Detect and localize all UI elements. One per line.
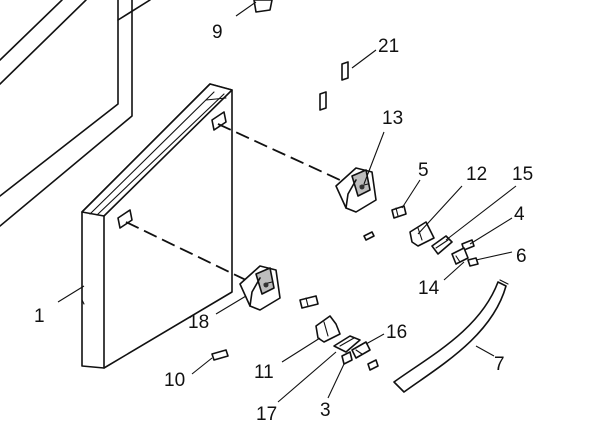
- callout-18: 18: [188, 312, 209, 333]
- alignment-lines: [125, 123, 341, 283]
- callout-10: 10: [164, 370, 185, 391]
- callout-7: 7: [494, 354, 505, 375]
- callout-labels: 9 21 13 5 12 15 4 6 14 7 1 18 11 16 10 1…: [34, 22, 533, 425]
- small-parts: [211, 0, 479, 371]
- callout-4: 4: [514, 204, 525, 225]
- callout-5: 5: [418, 160, 429, 181]
- lower-hinge-bracket: [239, 265, 281, 311]
- door-panel: [81, 83, 233, 369]
- callout-1: 1: [34, 306, 45, 327]
- door-handle: [393, 279, 509, 393]
- callout-17: 17: [256, 404, 277, 425]
- callout-16: 16: [386, 322, 407, 343]
- oven-frame: [0, 0, 151, 227]
- callout-14: 14: [418, 278, 440, 299]
- callout-11: 11: [254, 362, 274, 383]
- callout-12: 12: [466, 164, 487, 185]
- upper-hinge-bracket: [335, 167, 377, 213]
- callout-3: 3: [320, 400, 331, 421]
- callout-15: 15: [512, 164, 533, 185]
- callout-9: 9: [212, 22, 223, 43]
- callout-6: 6: [516, 246, 527, 267]
- leader-lines: [57, 1, 517, 403]
- callout-21: 21: [378, 36, 399, 57]
- callout-13: 13: [382, 108, 403, 129]
